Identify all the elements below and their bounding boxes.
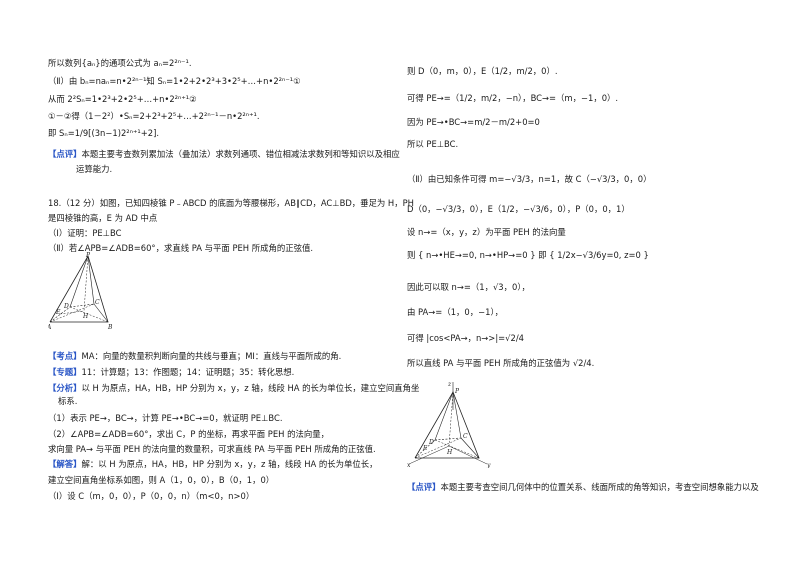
jieda-text: 解：以 H 为原点，HA，HB，HP 分别为 x，y，z 轴，线段 HA 的长为… xyxy=(81,459,378,469)
fenxi-text-cont: 标系. xyxy=(58,396,78,406)
label-P: P xyxy=(85,252,91,259)
question-18-line: 18.（12 分）如图，已知四棱锥 P﹣ABCD 的底面为等腰梯形，AB∥CD，… xyxy=(48,198,414,208)
review-text-cont: 运算能力. xyxy=(76,164,113,174)
review-text: 本题主要考查空间几何体中的位置关系、线面所成的角等知识，考查空间想象能力以及 xyxy=(440,482,759,492)
label-z: z xyxy=(447,381,452,388)
solution-line: 则 D（0，m，0），E（1/2，m/2，0）. xyxy=(407,66,558,76)
text-line: 所以数列{aₙ}的通项公式为 aₙ=2²ⁿ⁻¹. xyxy=(48,58,192,68)
label-E: E xyxy=(55,309,61,316)
text-line: ①－②得（1－2²）•Sₙ=2+2³+2⁵+…+2²ⁿ⁻¹－n•2²ⁿ⁺¹. xyxy=(48,111,260,121)
analysis-step: 求向量 PA→ 与平面 PEH 的法向量的数量积，可求直线 PA 与平面 PEH… xyxy=(48,444,376,454)
label-x: x xyxy=(407,462,411,468)
zhuanti-tag: 【专题】 xyxy=(48,367,82,377)
kaodian-text: MA：向量的数量积判断向量的共线与垂直；MI：直线与平面所成的角. xyxy=(81,351,342,361)
fenxi-text: 以 H 为原点，HA，HB，HP 分别为 x，y，z 轴，线段 HA 的长为单位… xyxy=(81,383,420,393)
zhuanti-text: 11：计算题；13：作图题；14：证明题；35：转化思想. xyxy=(81,367,295,377)
review-tag: 【点评】 xyxy=(407,482,441,492)
part2-line: 因此可以取 n→=（1，√3，0）， xyxy=(407,282,530,292)
solution-line: 建立空间直角坐标系如图，则 A（1，0，0），B（0，1，0） xyxy=(48,475,275,485)
part2-line: （Ⅱ）由已知条件可得 m=−√3/3，n=1，故 C（−√3/3，0，0） xyxy=(407,174,652,184)
label-A: A xyxy=(48,324,52,331)
solution-line: 可得 PE→=（1/2，m/2，−n），BC→=（m，−1，0）. xyxy=(407,93,619,103)
text-line: 从而 2²Sₙ=1•2³+2•2⁵+…+n•2²ⁿ⁺¹② xyxy=(48,94,197,104)
question-18-part2: （Ⅱ）若∠APB=∠ADB=60°，求直线 PA 与平面 PEH 所成角的正弦值… xyxy=(48,243,314,253)
question-18-line: 是四棱锥的高，E 为 AD 中点 xyxy=(48,213,158,223)
analysis-step: （1）表示 PE→，BC→，计算 PE→•BC→=0，就证明 PE⊥BC. xyxy=(48,413,283,423)
label-D: D xyxy=(63,303,69,310)
kaodian-block: 【考点】MA：向量的数量积判断向量的共线与垂直；MI：直线与平面所成的角. xyxy=(48,351,341,362)
zhuanti-block: 【专题】11：计算题；13：作图题；14：证明题；35：转化思想. xyxy=(48,367,294,378)
fenxi-block: 【分析】以 H 为原点，HA，HB，HP 分别为 x，y，z 轴，线段 HA 的… xyxy=(48,383,419,394)
jieda-tag: 【解答】 xyxy=(48,459,82,469)
label-C: C xyxy=(463,433,468,440)
part2-line: 所以直线 PA 与平面 PEH 所成角的正弦值为 √2/4. xyxy=(407,358,595,368)
pyramid-figure: P A B C D E H xyxy=(48,252,128,332)
text-line: （Ⅱ）由 bₙ=naₙ=n•2²ⁿ⁻¹知 Sₙ=1•2+2•2³+3•2⁵+…+… xyxy=(48,76,301,86)
label-B: B xyxy=(107,324,113,331)
analysis-step: （2）∠APB=∠ADB=60°，求出 C，P 的坐标，再求平面 PEH 的法向… xyxy=(48,429,329,439)
label-H: H xyxy=(82,313,89,320)
part2-line: 则 { n→•HE→=0, n→•HP→=0 } 即 { 1/2x−√3/6y=… xyxy=(407,250,649,260)
label-E: E xyxy=(422,445,428,452)
part2-line: D（0，−√3/3，0），E（1/2，−√3/6，0），P（0，0，1） xyxy=(407,204,630,214)
review-block-2: 【点评】本题主要考查空间几何体中的位置关系、线面所成的角等知识，考查空间想象能力… xyxy=(407,482,759,493)
label-D: D xyxy=(428,439,434,446)
solution-line: （Ⅰ）设 C（m，0，0），P（0，0，n）（m<0，n>0） xyxy=(48,491,255,501)
review-text: 本题主要考查数列累加法（叠加法）求数列通项、错位相减法求数列和等知识以及相应 xyxy=(81,149,400,159)
kaodian-tag: 【考点】 xyxy=(48,351,82,361)
question-18-part1: （Ⅰ）证明：PE⊥BC xyxy=(48,228,122,238)
review-block-1: 【点评】本题主要考查数列累加法（叠加法）求数列通项、错位相减法求数列和等知识以及… xyxy=(48,149,400,160)
pyramid-diagram: P A B C D E H xyxy=(48,252,113,331)
label-H: H xyxy=(446,449,453,456)
jieda-block: 【解答】解：以 H 为原点，HA，HB，HP 分别为 x，y，z 轴，线段 HA… xyxy=(48,459,378,470)
solution-line: 所以 PE⊥BC. xyxy=(407,139,459,149)
part2-line: 由 PA→=（1，0，−1）， xyxy=(407,307,503,317)
label-y: y xyxy=(486,462,491,468)
label-C: C xyxy=(95,299,100,306)
review-tag: 【点评】 xyxy=(48,149,82,159)
pyramid-axes-diagram: z P x y D C H E xyxy=(407,381,491,468)
label-P: P xyxy=(454,388,460,395)
part2-line: 设 n→=（x，y，z）为平面 PEH 的法向量 xyxy=(407,227,566,237)
text-line: 即 Sₙ=1/9[(3n−1)2²ⁿ⁺¹+2]. xyxy=(48,128,160,138)
pyramid-axes-figure: z P x y D C H E xyxy=(407,380,493,468)
solution-line: 因为 PE→•BC→=m/2－m/2+0=0 xyxy=(407,117,540,127)
part2-line: 可得 |cos<PA→，n→>|=√2/4 xyxy=(407,333,524,343)
fenxi-tag: 【分析】 xyxy=(48,383,82,393)
